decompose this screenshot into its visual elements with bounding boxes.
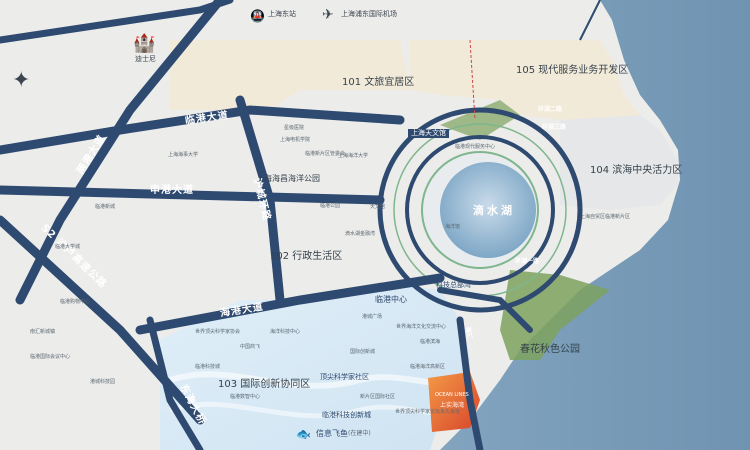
poi-17: 临港滨海 (420, 339, 441, 345)
road-diag-b (146, 316, 204, 450)
road-east-sea (456, 316, 484, 450)
poi-14: 海洋科技中心 (270, 329, 301, 335)
ring2-label: 环湖二路 (538, 106, 563, 113)
fish-icon: 🐟 (296, 427, 311, 441)
poi-18: 国际创新城 (350, 349, 376, 355)
xinxi-feiyu-label: 信息飞鱼 (316, 429, 348, 438)
xinxi-feiyu-tag: (在建中) (348, 430, 371, 437)
poi-25: 南汇新城镇 (30, 329, 56, 335)
zone-105 (410, 40, 640, 125)
poi-26: 临港国际会议中心 (30, 354, 71, 360)
zone-103-label: 103 国际创新协同区 (218, 379, 311, 390)
ring1-label: 环湖一路 (515, 258, 540, 265)
sci-bay-label: 科技总部湾 (436, 281, 471, 289)
poi-6: 临港大学城 (55, 244, 81, 250)
park-label: 春花秋色公园 (520, 344, 580, 355)
poi-9: 世界顶尖科学家协会 (195, 329, 241, 335)
road-haigang (135, 273, 445, 335)
zone-104 (560, 115, 678, 210)
poi-19: 临港数智中心 (230, 394, 261, 400)
zone-103-waves (169, 371, 461, 389)
lake (440, 162, 536, 258)
poi-28: 上海自贸区临港新片区 (580, 214, 631, 220)
poi-11: 滴水湖金融湾 (345, 231, 376, 237)
airport-label: 上海浦东国际机场 (341, 10, 397, 18)
poi-3: 临港新片区管委会 (305, 151, 346, 157)
compass-icon: ✦ (12, 68, 31, 93)
project-logo: OCEAN LINES (435, 392, 469, 398)
road-nanhui (437, 287, 533, 333)
poi-5: 临港公园 (320, 203, 341, 209)
road-huchenghuan (235, 95, 285, 305)
tech-city-label: 临港科技创新城 (322, 411, 371, 419)
lake-label: 滴水湖 (473, 204, 515, 217)
poi-27: 港城科技园 (90, 379, 116, 385)
poi-23: 海洋馆 (445, 224, 461, 230)
road-diag-a (15, 0, 225, 305)
zone-102-label: 102 行政生活区 (270, 251, 343, 262)
zone-101 (170, 40, 410, 110)
poi-16: 世界海洋文化交流中心 (396, 324, 447, 330)
zone-104-label: 104 滨海中央活力区 (590, 165, 683, 176)
science-community-label: 顶尖科学家社区 (320, 373, 369, 381)
poi-24: 临港现代服务中心 (455, 144, 496, 150)
ring3-label: 环湖三路 (542, 124, 567, 131)
poi-2: 上海海事大学 (168, 152, 199, 158)
poi-15: 港城广场 (362, 314, 383, 320)
middle-ring (405, 135, 555, 285)
outer-ring (377, 107, 583, 313)
nanhui-label: 南汇 (464, 326, 473, 340)
station-label: 上海东站 (268, 10, 296, 18)
ocean-park-label: 上海海昌海洋公园 (256, 174, 320, 183)
poi-13: 临港科技城 (195, 364, 221, 370)
train-icon: 🚇 (250, 9, 265, 23)
zone-101-label: 101 文旅宜居区 (342, 77, 415, 88)
lingang-center-label: 临港中心 (375, 295, 407, 304)
poi-20: 新片区国际社区 (360, 394, 396, 400)
road-shenggang (0, 185, 385, 205)
poi-22: 世界顶尖科学家论坛永久会址 (395, 409, 461, 415)
tianwenguan-label: 上海天文馆 (408, 129, 449, 138)
project-name: 上实海湾 (440, 402, 465, 409)
disney-label: 迪士尼 (135, 55, 156, 63)
poi-21: 临港海洋高新区 (410, 364, 446, 370)
poi-8: 临港新城 (95, 204, 116, 210)
poi-10: 中国商飞 (240, 344, 261, 350)
poi-12: 天文馆 (370, 204, 386, 210)
castle-icon: 🏰 (133, 33, 156, 54)
spring-autumn-park-zone (500, 270, 610, 360)
road-shenggang-label: 申港大道 (150, 185, 194, 196)
airplane-icon: ✈ (322, 7, 334, 23)
poi-4: 上海海洋大学 (338, 153, 369, 159)
poi-1: 上海电机学院 (280, 137, 311, 143)
road-lingang (0, 105, 405, 155)
zone-105-label: 105 现代服务业务开发区 (516, 65, 629, 76)
poi-7: 临港购物中心 (60, 299, 91, 305)
poi-0: 星级医院 (284, 125, 305, 131)
